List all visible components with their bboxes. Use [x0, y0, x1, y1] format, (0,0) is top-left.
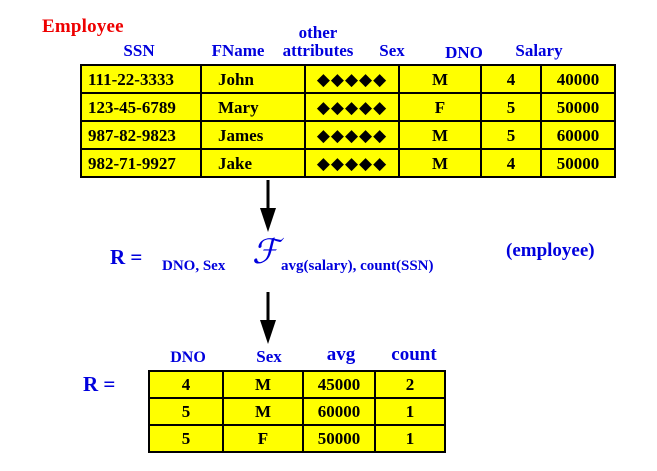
- table-row: 982-71-9927 Jake ◆◆◆◆◆ M 4 50000: [80, 148, 616, 178]
- cell-sex: F: [222, 424, 304, 453]
- cell-count: 2: [374, 370, 446, 399]
- employee-header-other-line1: other: [298, 23, 338, 42]
- employee-header-ssn: SSN: [123, 41, 155, 60]
- expression-aggregate-functions: avg(salary), count(SSN): [281, 258, 434, 274]
- expression-result-label: R =: [110, 245, 143, 269]
- employee-header-other-attributes: other attributes: [272, 24, 364, 60]
- employee-header-other-line2: attributes: [282, 40, 354, 60]
- cell-salary: 50000: [540, 92, 616, 122]
- cell-dno: 5: [148, 397, 224, 426]
- employee-header-fname: FName: [211, 41, 265, 60]
- result-header-sex: Sex: [256, 347, 282, 366]
- cell-other-attributes: ◆◆◆◆◆: [304, 120, 400, 150]
- employee-header-dno: DNO: [445, 43, 483, 62]
- cell-other-attributes: ◆◆◆◆◆: [304, 64, 400, 94]
- cell-avg: 60000: [302, 397, 376, 426]
- cell-avg: 45000: [302, 370, 376, 399]
- cell-ssn: 982-71-9927: [80, 148, 202, 178]
- table-row: 123-45-6789 Mary ◆◆◆◆◆ F 5 50000: [80, 92, 616, 122]
- employee-header-salary: Salary: [515, 41, 563, 60]
- table-row: 5 F 50000 1: [148, 424, 446, 453]
- employee-table: 111-22-3333 John ◆◆◆◆◆ M 4 40000 123-45-…: [80, 64, 616, 178]
- table-row: 4 M 45000 2: [148, 370, 446, 399]
- cell-count: 1: [374, 424, 446, 453]
- cell-dno: 5: [480, 92, 542, 122]
- cell-sex: F: [398, 92, 482, 122]
- cell-salary: 60000: [540, 120, 616, 150]
- employee-header-sex: Sex: [379, 41, 405, 60]
- expression-relation-name: (employee): [506, 240, 595, 261]
- cell-ssn: 111-22-3333: [80, 64, 202, 94]
- cell-count: 1: [374, 397, 446, 426]
- cell-salary: 40000: [540, 64, 616, 94]
- cell-dno: 5: [480, 120, 542, 150]
- result-table: 4 M 45000 2 5 M 60000 1 5 F 50000 1: [148, 370, 446, 453]
- expression-grouping-attributes: DNO, Sex: [162, 258, 226, 274]
- result-header-avg: avg: [326, 344, 356, 365]
- result-header-dno: DNO: [170, 349, 206, 366]
- aggregate-operator-icon: ℱ: [252, 232, 279, 272]
- cell-salary: 50000: [540, 148, 616, 178]
- cell-sex: M: [222, 397, 304, 426]
- cell-sex: M: [222, 370, 304, 399]
- cell-dno: 5: [148, 424, 224, 453]
- cell-other-attributes: ◆◆◆◆◆: [304, 92, 400, 122]
- cell-fname: James: [200, 120, 306, 150]
- down-arrow-icon: [260, 292, 276, 344]
- cell-sex: M: [398, 64, 482, 94]
- cell-dno: 4: [480, 148, 542, 178]
- cell-sex: M: [398, 148, 482, 178]
- cell-dno: 4: [148, 370, 224, 399]
- cell-ssn: 123-45-6789: [80, 92, 202, 122]
- cell-sex: M: [398, 120, 482, 150]
- cell-dno: 4: [480, 64, 542, 94]
- down-arrow-icon: [260, 180, 276, 232]
- result-header-count: count: [391, 344, 437, 365]
- result-table-label: R =: [83, 372, 116, 396]
- cell-fname: John: [200, 64, 306, 94]
- table-row: 111-22-3333 John ◆◆◆◆◆ M 4 40000: [80, 64, 616, 94]
- table-row: 987-82-9823 James ◆◆◆◆◆ M 5 60000: [80, 120, 616, 150]
- cell-avg: 50000: [302, 424, 376, 453]
- cell-fname: Mary: [200, 92, 306, 122]
- cell-fname: Jake: [200, 148, 306, 178]
- page-title: Employee: [42, 16, 124, 37]
- table-row: 5 M 60000 1: [148, 397, 446, 426]
- cell-ssn: 987-82-9823: [80, 120, 202, 150]
- cell-other-attributes: ◆◆◆◆◆: [304, 148, 400, 178]
